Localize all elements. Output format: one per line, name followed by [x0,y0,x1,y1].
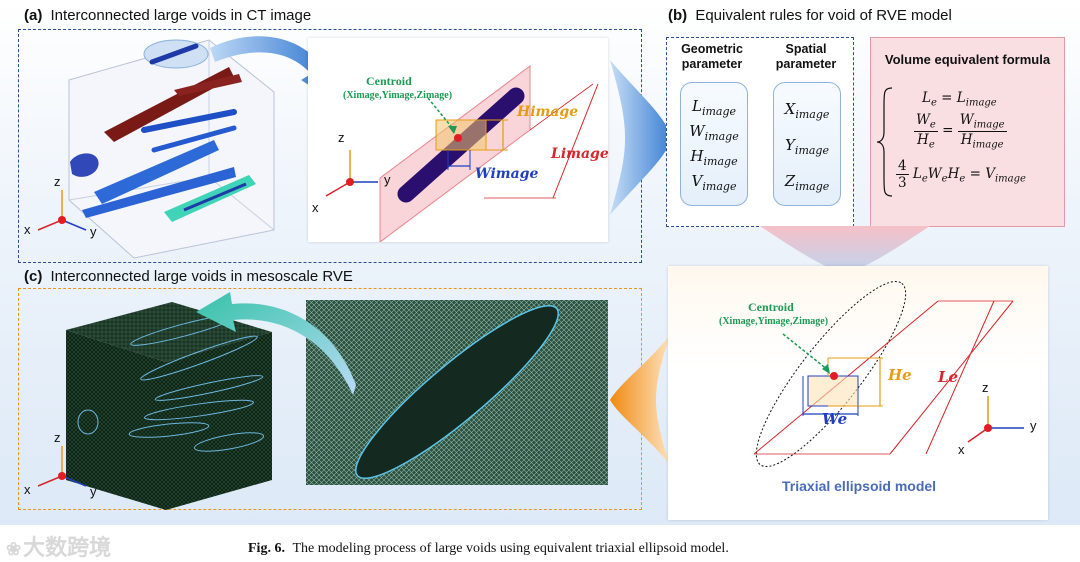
figure-caption: Fig. 6. The modeling process of large vo… [248,541,729,557]
ellipsoid-axis-z-label: z [982,380,989,395]
panel-a-title-text: Interconnected large voids in CT image [50,7,312,24]
eq1-lhs: Le [922,90,937,109]
detail-axis-y-label: y [384,172,391,187]
watermark-text: 大数跨境 [23,535,112,560]
arrow-a-to-b [610,60,672,215]
geom-param-h: Himage [690,147,738,168]
formula-eq-1: Le = Limage [922,90,997,109]
arrow-d-to-c [610,335,670,465]
formula-brace [876,87,893,197]
rve-axis-x-label: x [24,482,31,497]
panel-b-title-text: Equivalent rules for void of RVE model [695,7,952,24]
geom-param-l: Limage [691,97,737,118]
void-detail-diagram [325,65,599,242]
ellipsoid-diagram [753,281,1024,467]
void-blue-4 [82,167,236,218]
geometric-param-head: Geometric parameter [671,42,753,72]
geom-param-v: Vimage [691,172,737,193]
centroid-label-a: Centroid [366,74,412,88]
panel-a-label: (a) [24,7,43,24]
detail-axis-x-label: x [312,200,319,215]
geometric-head-line-2: parameter [681,57,743,71]
panel-b-title: (b) Equivalent rules for void of RVE mod… [668,7,952,24]
caption-fig-label: Fig. 6. [248,541,285,556]
axis-origin [58,216,66,224]
spatial-param-y: Yimage [785,136,829,157]
spatial-head-line-2: parameter [775,57,837,71]
l-image-label: Limage [551,146,609,162]
spatial-param-x: Ximage [784,100,830,121]
w-image-label: Wimage [475,166,539,182]
w-e-label: We [822,410,848,428]
l-e-label: Le [938,368,959,386]
ct-axis-z-label: z [54,174,61,189]
axis-x-line [37,219,63,231]
void-dark-red-2 [174,74,242,96]
highlight-void [149,43,199,65]
geometric-head-line-1: Geometric [681,42,743,56]
void-blue-3 [94,140,219,204]
centroid-coords-a: (Ximage,Yimage,Zimage) [343,90,453,101]
panel-c-title-text: Interconnected large voids in mesoscale … [50,268,353,285]
rve-axis-y-label: y [90,484,97,499]
panel-c-title: (c) Interconnected large voids in mesosc… [24,268,353,285]
rve-diagram [37,300,608,510]
spatial-param-list: Ximage Yimage Zimage [773,82,841,206]
spatial-head-line-1: Spatial [785,42,827,56]
ct-axis-y-label: y [90,224,97,239]
void-blue-1 [141,109,237,133]
volume-formula-title: Volume equivalent formula [884,52,1051,67]
h-image-label: Himage [517,104,579,120]
ct-cube-diagram [37,39,275,259]
void-cyan-core [183,182,247,212]
rve-axis-z-label: z [54,430,61,445]
geometric-param-list: Limage Wimage Himage Vimage [680,82,748,206]
spatial-param-z: Zimage [784,172,830,193]
curved-arrow-a [210,36,335,98]
detail-axis-z-label: z [338,130,345,145]
ellipsoid-axis-y-label: y [1030,418,1037,433]
centroid-coords-d: (Ximage,Yimage,Zimage) [719,316,829,327]
caption-text: The modeling process of large voids usin… [292,541,729,556]
triaxial-model-label: Triaxial ellipsoid model [782,478,937,494]
h-e-label: He [888,366,912,384]
void-blob [70,153,99,177]
geom-param-w: Wimage [689,122,739,143]
panel-b-label: (b) [668,7,688,24]
axis-y-line [61,219,87,231]
panel-a-title: (a) Interconnected large voids in CT ima… [24,7,311,24]
ellipsoid-axis-x-label: x [958,442,965,457]
volume-formula-box [870,37,1065,227]
panel-c-label: (c) [24,268,43,285]
watermark: ❀大数跨境 [6,530,111,562]
arrow-b-to-d [760,226,930,274]
watermark-icon: ❀ [6,539,22,559]
ct-axis-x-label: x [24,222,31,237]
curved-arrow-c [196,292,356,395]
spatial-param-head: Spatial parameter [765,42,847,72]
centroid-label-d: Centroid [748,300,794,314]
eq1-rhs: Limage [956,90,997,109]
void-blue-2 [151,125,237,153]
